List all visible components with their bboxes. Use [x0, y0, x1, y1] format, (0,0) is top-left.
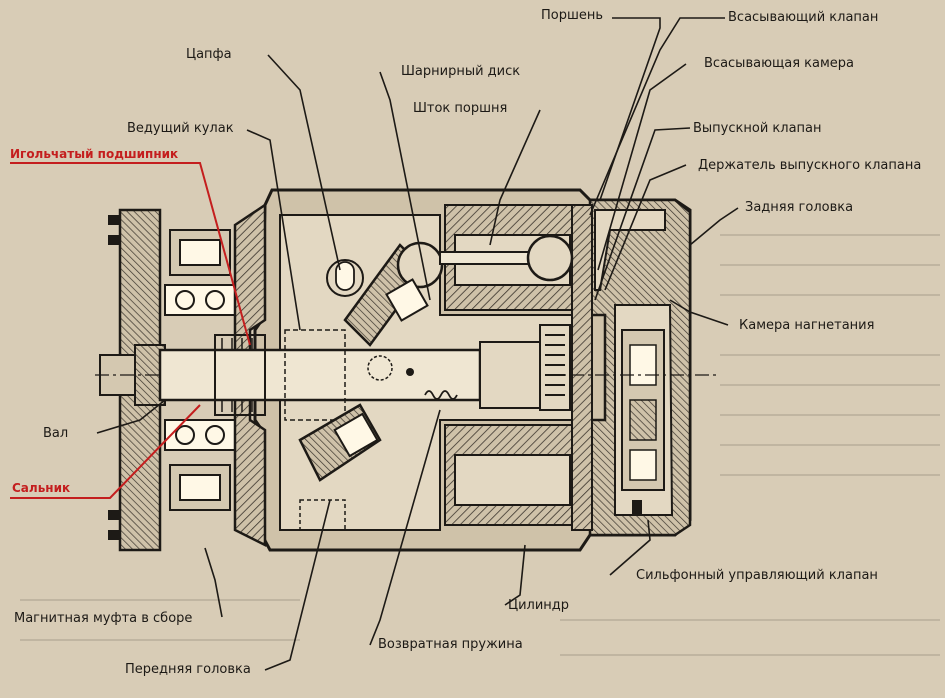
label-drive-lug: Ведущий кулак [127, 121, 234, 136]
swash-plate [298, 234, 574, 531]
label-discharge-valve-holder: Держатель выпускного клапана [698, 158, 922, 173]
label-return-spring: Возвратная пружина [378, 637, 523, 652]
front-assembly [99, 202, 267, 552]
label-suction-chamber: Всасывающая камера [704, 56, 855, 71]
label-piston-rod: Шток поршня [413, 101, 508, 116]
label-shaft: Вал [43, 426, 69, 441]
label-needle-bearing: Игольчатый подшипник [10, 147, 179, 161]
leader-lines [96, 17, 739, 671]
label-front-head: Передняя головка [125, 662, 251, 677]
label-magnetic-clutch: Магнитная муфта в сборе [14, 611, 193, 626]
shaft [95, 329, 720, 421]
label-bellows-control-valve: Сильфонный управляющий клапан [636, 568, 878, 583]
label-trunnion: Цапфа [186, 47, 232, 62]
label-oil-seal: Сальник [12, 481, 71, 495]
label-rear-head: Задняя головка [745, 200, 854, 215]
scan-texture [20, 234, 940, 656]
label-discharge-chamber: Камера нагнетания [739, 318, 875, 333]
label-swash-disc: Шарнирный диск [401, 64, 521, 79]
label-cylinder: Цилиндр [508, 598, 570, 613]
label-suction-valve: Всасывающий клапан [728, 10, 879, 25]
red-leader-lines [10, 162, 251, 499]
label-discharge-valve: Выпускной клапан [693, 121, 822, 136]
label-piston: Поршень [541, 8, 604, 23]
